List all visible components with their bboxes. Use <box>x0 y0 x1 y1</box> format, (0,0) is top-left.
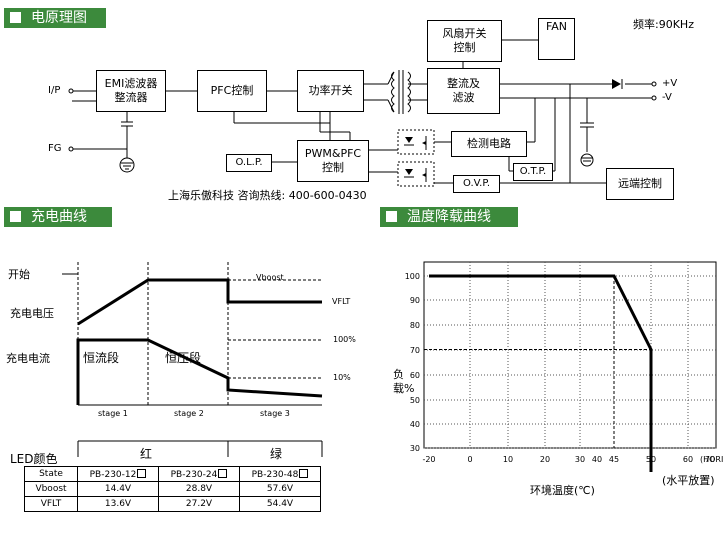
square-icon <box>10 211 21 222</box>
x-tick-label: 20 <box>540 455 550 464</box>
stage2-label: stage 2 <box>174 409 204 418</box>
pct100-label: 100% <box>333 335 356 344</box>
led-green-label: 绿 <box>270 447 283 461</box>
ovp-box: O.V.P. <box>453 175 500 193</box>
vplus-label: +V <box>662 78 678 89</box>
table-cell: 13.6V <box>77 496 159 512</box>
stage3-label: stage 3 <box>260 409 290 418</box>
x-tick-label: 40 <box>592 455 602 464</box>
fan-label: FAN <box>545 20 568 33</box>
rectifier-box: 整流及滤波 <box>427 68 500 114</box>
vflt-label: VFLT <box>332 297 351 306</box>
table-header-row: State PB-230-12 PB-230-24 PB-230-48 <box>24 466 321 482</box>
charge-title: 充电曲线 <box>31 209 87 225</box>
fan-box: FAN <box>538 18 575 60</box>
rect-line2: 滤波 <box>452 91 475 104</box>
checkbox-icon <box>137 468 147 478</box>
y-tick-label: 90 <box>410 296 420 305</box>
pfc-box: PFC控制 <box>197 70 267 112</box>
olp-box: O.L.P. <box>226 154 272 172</box>
derating-series-line <box>429 274 653 472</box>
y-tick-label: 30 <box>410 444 420 453</box>
plot-frame <box>423 261 717 449</box>
x-tick-label: -20 <box>422 455 435 464</box>
table-row: Vboost 14.4V 28.8V 57.6V <box>24 481 321 497</box>
emi-line2: 整流器 <box>114 91 148 104</box>
fan-switch-line2: 控制 <box>453 41 476 54</box>
x-tick-label: 10 <box>503 455 513 464</box>
charge-header: 充电曲线 <box>4 207 112 227</box>
fan-switch-line1: 风扇开关 <box>442 27 487 40</box>
pwm-line1: PWM&PFC <box>304 147 362 160</box>
emi-line1: EMI滤波器 <box>104 77 158 90</box>
spec-table: State PB-230-12 PB-230-24 PB-230-48 Vboo… <box>24 466 321 512</box>
pct10-label: 10% <box>333 373 351 382</box>
otp-box: O.T.P. <box>513 163 553 181</box>
charge-current-label: 充电电流 <box>6 352 50 365</box>
fan-switch-box: 风扇开关控制 <box>427 20 502 62</box>
checkbox-icon <box>218 468 228 478</box>
derating-xlabel-extra: (水平放置) <box>662 474 715 487</box>
cc-stage-label: 恒流段 <box>83 351 120 365</box>
start-label: 开始 <box>8 268 30 281</box>
table-cell: 54.4V <box>239 496 321 512</box>
vboost-label: Vboost <box>256 273 284 282</box>
power-switch-box: 功率开关 <box>297 70 364 112</box>
remote-box: 远端控制 <box>606 168 674 200</box>
header-text: PB-230-24 <box>170 469 218 480</box>
emi-filter-box: EMI滤波器整流器 <box>96 70 166 112</box>
y-tick-label: 100 <box>405 272 420 281</box>
y-tick-label: 60 <box>410 371 420 380</box>
y-tick-label: 50 <box>410 396 420 405</box>
hotline-text: 上海乐傲科技 咨询热线: 400-600-0430 <box>168 189 367 202</box>
x-tick-label: 0 <box>467 455 472 464</box>
square-icon <box>386 211 397 222</box>
led-red-label: 红 <box>140 447 153 461</box>
y-tick-label: 70 <box>410 346 420 355</box>
frequency-label: 频率:90KHz <box>633 18 694 31</box>
vminus-label: -V <box>662 92 672 103</box>
table-row: VFLT 13.6V 27.2V 54.4V <box>24 496 321 512</box>
x-tick-label: 30 <box>575 455 585 464</box>
derating-title: 温度降载曲线 <box>407 209 491 225</box>
cv-stage-label: 恒压段 <box>165 351 202 365</box>
derating-header: 温度降载曲线 <box>380 207 518 227</box>
derating-xlabel: 环境温度(℃) <box>530 484 595 497</box>
schematic-header: 电原理图 <box>4 8 106 28</box>
y-tick-label: 40 <box>410 420 420 429</box>
pwm-line2: 控制 <box>322 161 344 174</box>
led-label: LED颜色 <box>10 452 58 466</box>
ip-label: I/P <box>48 85 61 96</box>
x-tick-label: (HORIZONTAL) <box>700 455 723 464</box>
header-text: PB-230-48 <box>251 469 299 480</box>
fg-label: FG <box>48 143 62 154</box>
x-tick-label: 70 <box>705 455 715 464</box>
y-tick-label: 80 <box>410 321 420 330</box>
header-text: PB-230-12 <box>89 469 137 480</box>
x-tick-label: 45 <box>609 455 619 464</box>
square-icon <box>10 12 21 23</box>
schematic-title: 电原理图 <box>31 10 87 26</box>
stage1-label: stage 1 <box>98 409 128 418</box>
x-tick-label: 60 <box>683 455 693 464</box>
derating-ylabel: 负载% <box>393 368 415 395</box>
charge-voltage-label: 充电电压 <box>10 307 54 320</box>
checkbox-icon <box>299 468 309 478</box>
detect-box: 检测电路 <box>451 131 527 157</box>
rect-line1: 整流及 <box>447 77 480 90</box>
